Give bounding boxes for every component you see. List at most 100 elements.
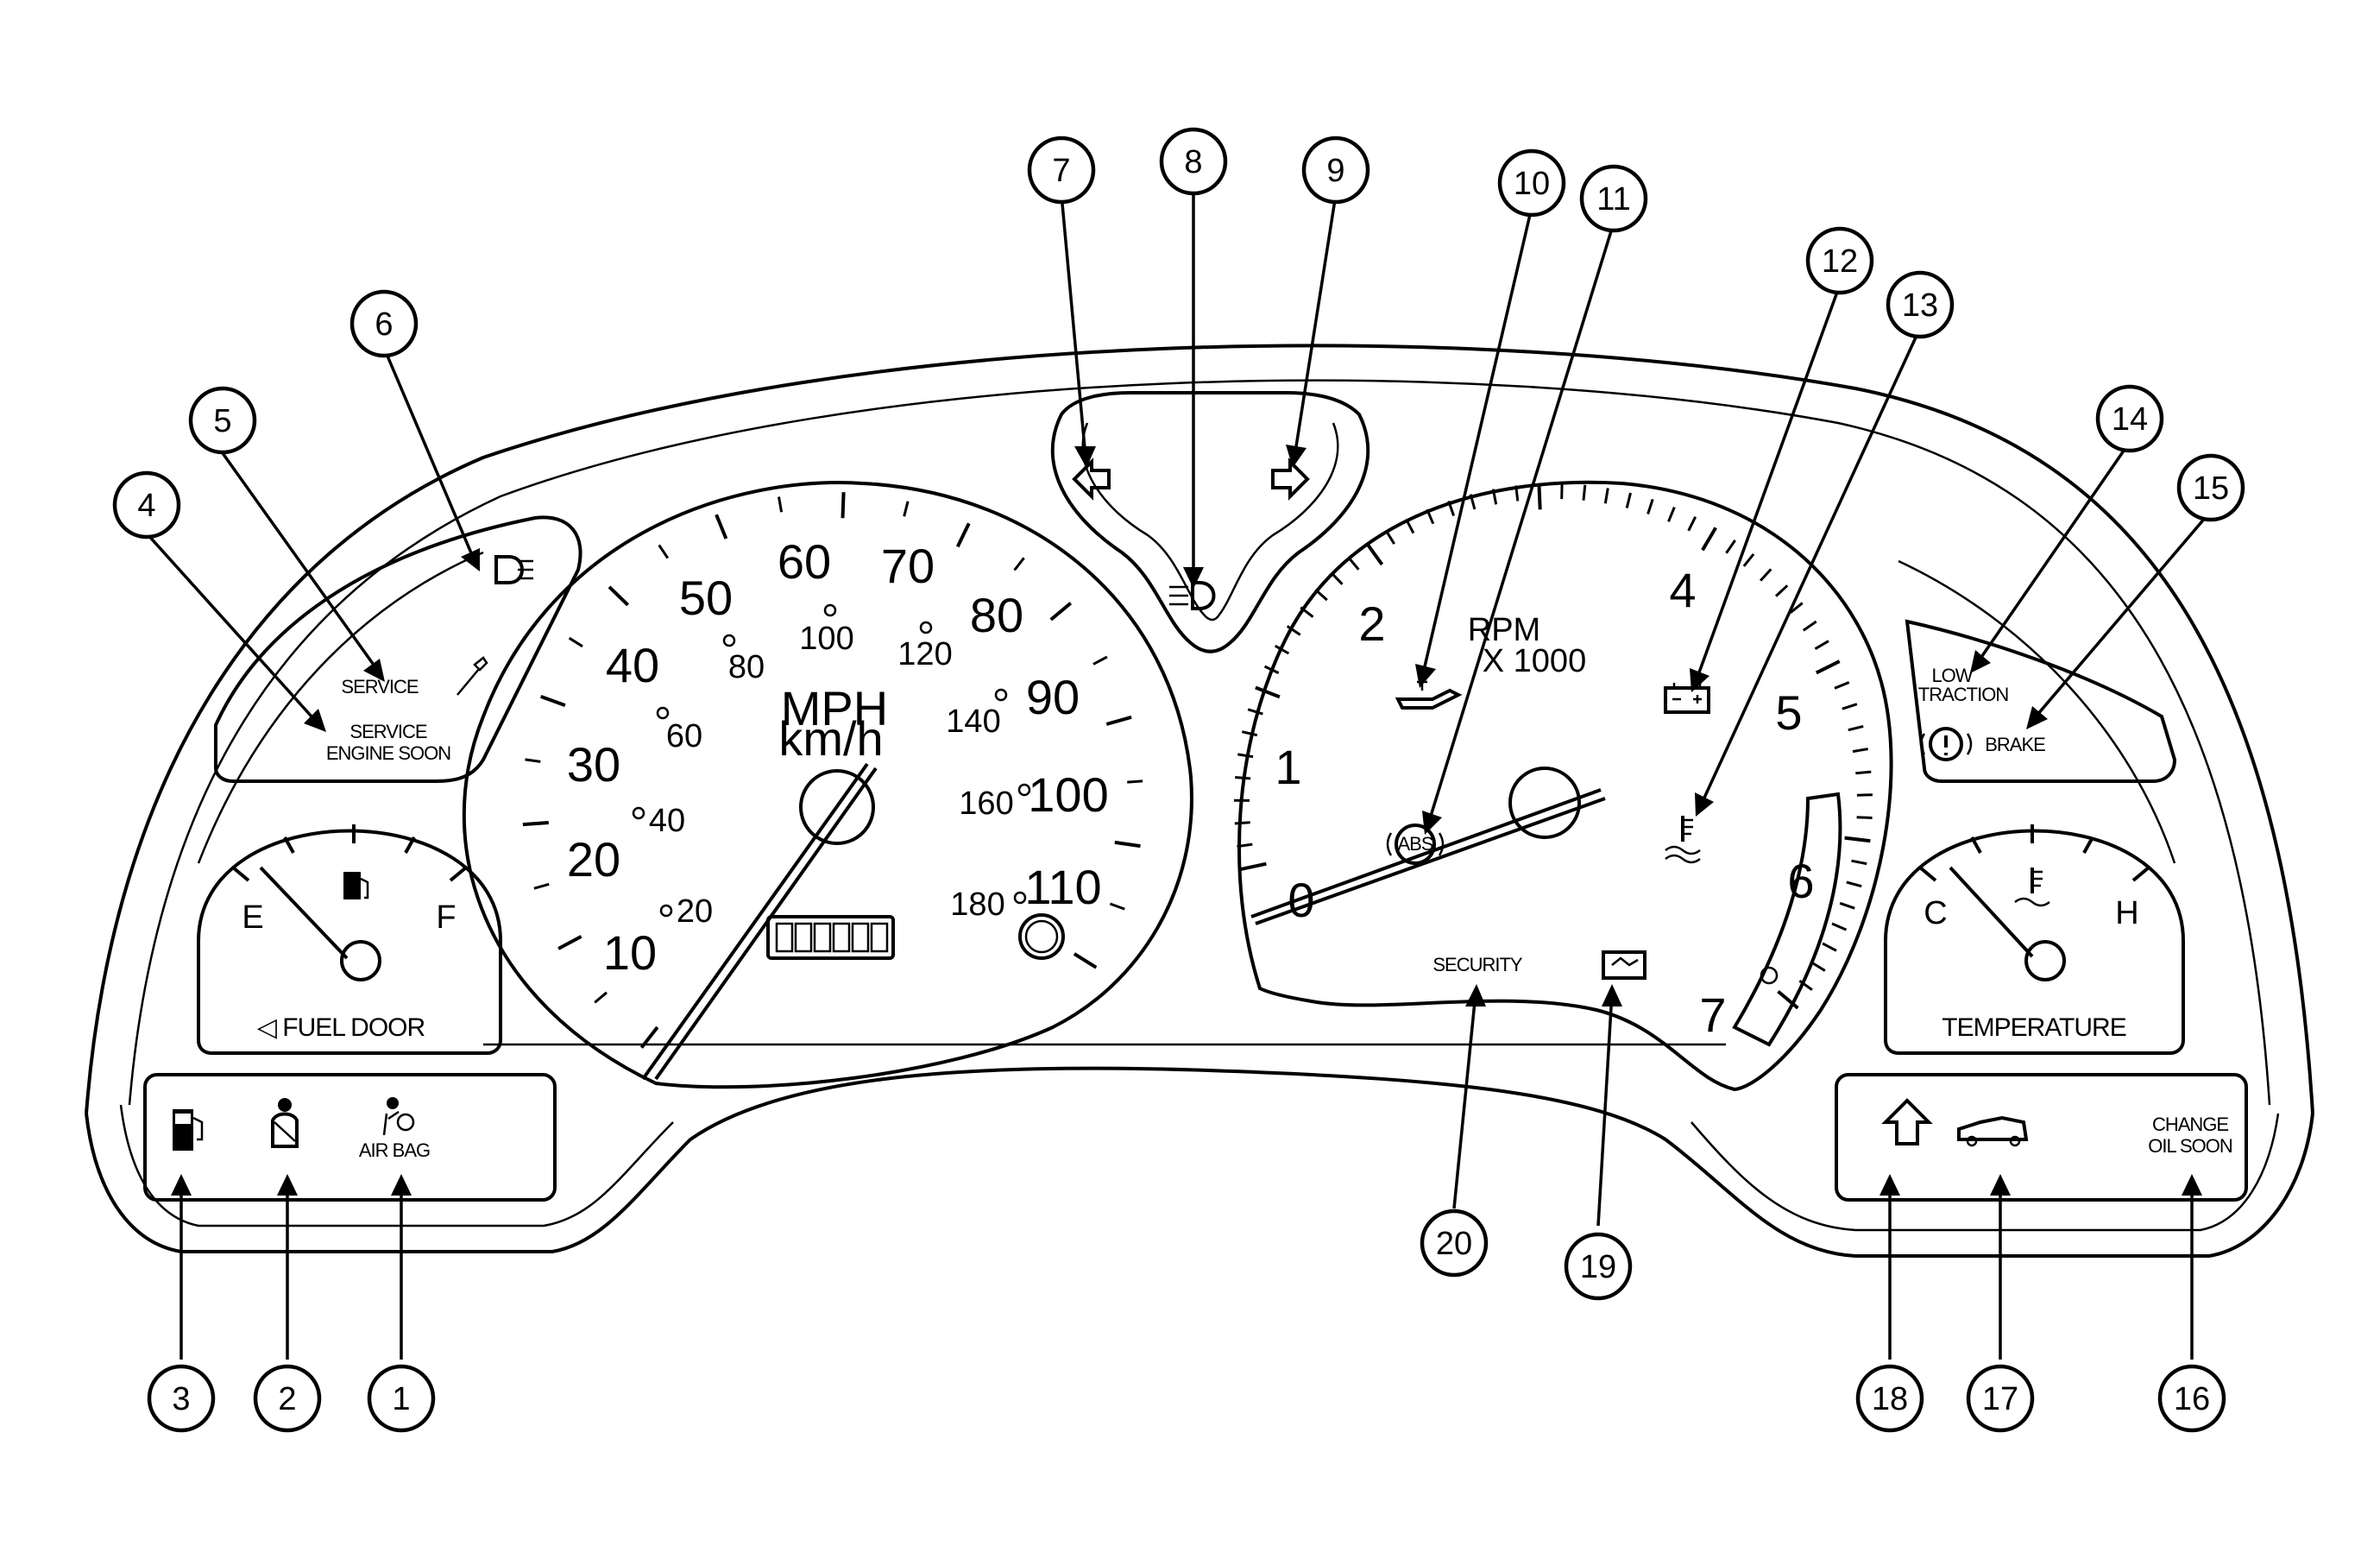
fuel-empty-label: E <box>242 899 263 936</box>
mph-label-40: 40 <box>606 638 659 692</box>
major-tick <box>540 695 566 707</box>
speedometer-unit-kmh: km/h <box>778 711 883 766</box>
callout-20: 20 <box>1420 1208 1489 1278</box>
kmh-label-100: 100 <box>799 621 853 657</box>
svg-text:2: 2 <box>278 1381 296 1417</box>
major-tick <box>1073 952 1098 969</box>
temp-gauge-ticks <box>1918 824 2150 882</box>
airbag-label: AIR BAG <box>359 1139 430 1161</box>
minor-tick <box>1846 880 1862 888</box>
tach-label-7: 7 <box>1699 988 1726 1042</box>
right-turn-arrow-icon <box>1271 458 1310 501</box>
callout-9: 9 <box>1301 136 1370 205</box>
callout-5-leader <box>221 451 381 675</box>
trunk-open-icon <box>1957 1115 2029 1147</box>
major-tick <box>841 492 846 519</box>
callout-6-leader <box>382 347 476 562</box>
callout-7-leader <box>1060 193 1087 458</box>
major-tick <box>1049 602 1073 622</box>
speedometer-ticks <box>522 492 1143 1049</box>
temp-needle-hub <box>2024 940 2066 981</box>
speedometer: 10 20 30 40 50 60 70 80 90 100 110 20 40… <box>462 481 1193 1089</box>
kmh-dot-60 <box>656 706 670 720</box>
svg-text:11: 11 <box>1596 181 1630 218</box>
major-tick <box>1365 542 1384 566</box>
tachometer-needle-hub <box>1508 767 1581 839</box>
svg-text:19: 19 <box>1580 1249 1616 1285</box>
svg-text:13: 13 <box>1902 287 1938 324</box>
major-tick <box>955 522 971 548</box>
svg-text:18: 18 <box>1872 1381 1908 1417</box>
major-tick <box>557 935 582 950</box>
minor-tick <box>1851 859 1867 866</box>
fuel-gauge-ticks <box>231 824 468 882</box>
upshift-arrow-icon <box>1881 1098 1933 1145</box>
minor-tick <box>1742 552 1755 567</box>
minor-tick <box>568 636 583 648</box>
major-tick <box>1105 715 1132 726</box>
security-label: SECURITY <box>1432 954 1523 975</box>
minor-tick <box>1237 753 1254 759</box>
kmh-dot-180 <box>1013 891 1027 905</box>
kmh-dot-80 <box>722 634 736 647</box>
major-tick <box>1815 659 1841 675</box>
minor-tick <box>1347 557 1360 571</box>
coolant-warning-icon <box>1665 816 1701 864</box>
speedometer-needle <box>641 762 878 1081</box>
fuel-needle-hub <box>340 940 381 981</box>
minor-tick <box>1831 922 1848 931</box>
callout-3: 3 <box>147 1364 216 1433</box>
svg-text:10: 10 <box>1514 166 1550 202</box>
callout-5: 5 <box>188 386 257 455</box>
svg-text:17: 17 <box>1982 1381 2018 1417</box>
minor-tick <box>1802 620 1817 632</box>
minor-tick <box>1646 498 1654 514</box>
minor-tick <box>1855 770 1872 775</box>
callout-2: 2 <box>253 1364 322 1433</box>
minor-tick <box>1667 507 1676 522</box>
change-oil-line1: CHANGE <box>2152 1114 2228 1135</box>
svg-text:4: 4 <box>137 488 155 524</box>
minor-tick <box>1848 724 1864 732</box>
major-tick <box>1240 861 1267 871</box>
callout-12: 12 <box>1805 226 1874 295</box>
minor-tick <box>1774 584 1789 597</box>
callout-9-leader <box>1293 193 1338 458</box>
minor-tick <box>1235 776 1251 780</box>
callout-19: 19 <box>1564 1232 1633 1301</box>
svg-text:8: 8 <box>1184 144 1202 180</box>
mph-label-10: 10 <box>603 925 657 980</box>
callout-16: 16 <box>2157 1364 2226 1433</box>
kmh-dot-100 <box>823 603 837 617</box>
callout-14-leader <box>1974 441 2131 666</box>
callout-18: 18 <box>1855 1364 1924 1433</box>
minor-tick <box>1725 540 1736 554</box>
svg-text:6: 6 <box>375 306 393 343</box>
minor-tick <box>1092 655 1108 666</box>
minor-tick <box>1237 842 1253 849</box>
service-engine-soon-line2: ENGINE SOON <box>326 742 450 764</box>
odometer-display <box>766 915 895 960</box>
minor-tick <box>1822 942 1837 952</box>
callout-1: 1 <box>367 1364 436 1433</box>
minor-tick <box>1274 644 1290 655</box>
minor-tick <box>1491 489 1498 505</box>
mph-label-50: 50 <box>679 571 733 625</box>
kmh-dot-160 <box>1017 783 1031 797</box>
minor-tick <box>1405 518 1415 534</box>
odometer-digits <box>775 922 889 953</box>
callout-12-leader <box>1694 284 1842 683</box>
low-fuel-icon <box>173 1109 204 1151</box>
fuel-gauge: E F ◁ FUEL DOOR <box>197 824 502 1055</box>
right-warning-panel: LOW TRACTION BRAKE <box>1905 619 2177 783</box>
right-bottom-warning-panel: CHANGE OIL SOON <box>1835 1073 2248 1202</box>
speedometer-unit-mph: MPH <box>781 681 888 735</box>
battery-icon <box>1664 683 1710 714</box>
minor-tick <box>533 882 550 890</box>
mph-label-30: 30 <box>567 737 620 792</box>
change-oil-line2: OIL SOON <box>2148 1135 2232 1157</box>
temp-cold-label: C <box>1924 895 1947 931</box>
callout-20-leader <box>1452 992 1477 1209</box>
kmh-dot-140 <box>994 688 1008 702</box>
minor-tick <box>1789 602 1804 614</box>
